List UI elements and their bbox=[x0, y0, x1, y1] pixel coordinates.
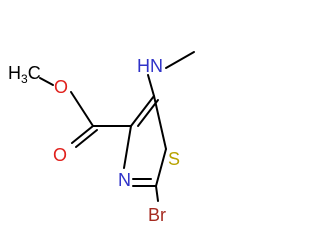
bond-c2-br bbox=[155, 185, 159, 202]
bond-n-c4 bbox=[123, 125, 132, 169]
bond-ester-o-carbonyl-c bbox=[70, 91, 94, 127]
nitrogen-label: N bbox=[118, 170, 131, 190]
ester-oxygen-label: O bbox=[54, 77, 68, 97]
carbonyl-oxygen-label: O bbox=[53, 145, 67, 165]
methyl-ester-label: H3C bbox=[8, 63, 41, 86]
bond-s-c2 bbox=[155, 148, 167, 187]
bond-c5-s bbox=[153, 95, 167, 150]
bond-nh-methyl bbox=[165, 51, 195, 69]
bond-carbonyl-c-o-2 bbox=[75, 129, 98, 148]
bond-c4-c5-1 bbox=[130, 95, 155, 127]
bond-c5-nh bbox=[147, 74, 155, 97]
amine-label: HN bbox=[137, 56, 163, 76]
bond-carbonyl-c-o-1 bbox=[71, 125, 94, 144]
bond-c4-c5-2 bbox=[137, 99, 159, 127]
bromine-label: Br bbox=[148, 205, 166, 225]
sulfur-label: S bbox=[168, 149, 180, 169]
structure-svg: H3C O O HN S N Br bbox=[8, 51, 195, 225]
bond-methyl-ester-o bbox=[39, 77, 54, 86]
molecule-diagram: H3C O O HN S N Br bbox=[8, 51, 195, 225]
